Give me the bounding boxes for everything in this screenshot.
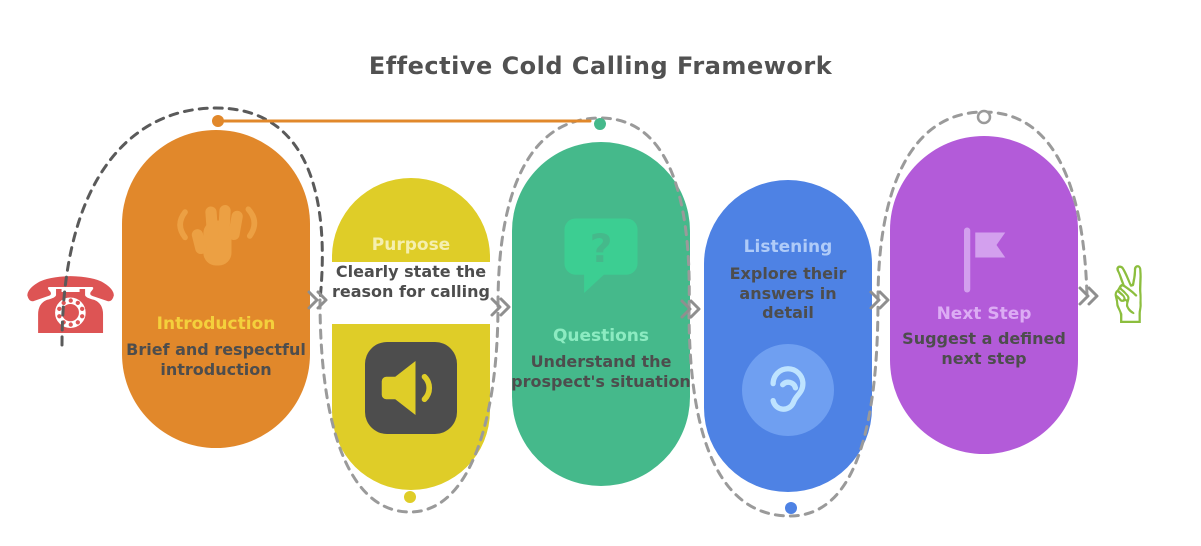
- ear-icon: [742, 344, 834, 436]
- stage-capsule: [512, 142, 690, 486]
- stage-title: Next Step: [936, 304, 1032, 324]
- page-title: Effective Cold Calling Framework: [368, 52, 833, 80]
- stage-title: Listening: [743, 237, 833, 257]
- stage-introduction: Introduction Brief and respectful introd…: [122, 130, 310, 448]
- waving-hand-icon: [171, 198, 261, 288]
- flag-icon: [944, 220, 1024, 300]
- megaphone-icon: [365, 342, 457, 434]
- stage-purpose: Purpose Clearly state the reason for cal…: [318, 178, 504, 490]
- stage-subtitle: Understand the prospect's situation: [511, 352, 691, 391]
- phone-call-icon: ☎: [22, 262, 120, 352]
- dot-green: [594, 118, 606, 130]
- stage-capsule: [704, 180, 872, 492]
- dot-gray: [976, 109, 992, 125]
- stage-title: Purpose: [371, 235, 451, 255]
- chevron-5-end: [1078, 286, 1099, 306]
- stage-next-step: Next Step Suggest a defined next step: [890, 136, 1078, 454]
- stage-title: Introduction: [156, 314, 276, 334]
- svg-text:?: ?: [590, 226, 613, 272]
- stage-capsule: [332, 178, 490, 490]
- stage-title: Questions: [552, 326, 650, 346]
- chevron-4-5: [869, 290, 890, 310]
- stage-capsule: [122, 130, 310, 448]
- stage-subtitle: Explore their answers in detail: [729, 264, 847, 323]
- stage-subtitle: Suggest a defined next step: [902, 329, 1066, 368]
- stage-subtitle: Clearly state the reason for calling: [331, 262, 490, 301]
- stage-listening: Listening Explore their answers in detai…: [704, 180, 872, 492]
- question-bubble-icon: ?: [556, 210, 646, 300]
- dot-orange: [212, 115, 224, 127]
- stage-questions: ? Questions Understand the prospect's si…: [511, 142, 691, 486]
- victory-hand-icon: ✌: [1098, 252, 1164, 342]
- dot-blue: [785, 502, 797, 514]
- dot-yellow: [404, 491, 416, 503]
- stage-subtitle: Brief and respectful introduction: [126, 340, 306, 379]
